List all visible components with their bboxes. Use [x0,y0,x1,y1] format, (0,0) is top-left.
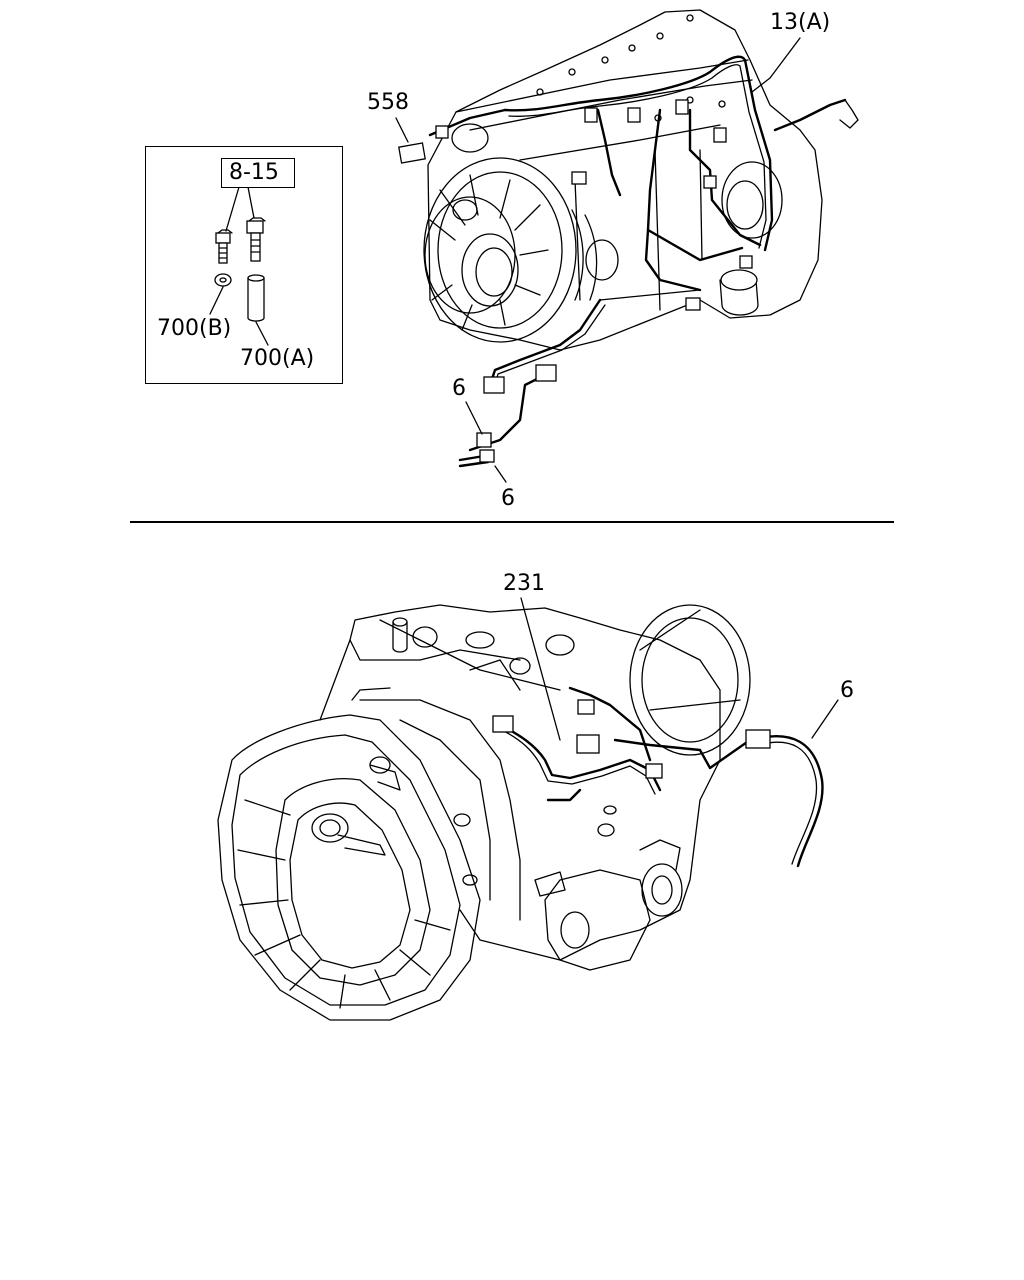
label-700a: 700(A) [240,346,315,371]
callout-13a: 13(A) [770,10,831,35]
connector-icon [479,449,495,463]
connector-icon [398,142,426,164]
connector-icon [584,107,598,123]
sleeve-icon [247,274,265,322]
bolt-icon [215,229,233,264]
connector-icon [675,99,689,115]
callout-6-upper: 6 [452,376,466,401]
transmission-harness-drawing [217,597,839,1021]
connector-icon [535,364,557,382]
callout-6-lower: 6 [501,486,515,511]
inset-frame [145,146,343,384]
label-700b: 700(B) [157,316,232,341]
connector-icon [745,729,771,749]
callout-6-bottom: 6 [840,678,854,703]
connector-icon [492,715,514,733]
connector-icon [685,297,701,311]
reference-box-8-15 [221,158,295,188]
engine-harness-drawing [395,9,859,483]
callout-231: 231 [503,571,545,596]
connector-icon [627,107,641,123]
callout-558: 558 [367,90,409,115]
bolt-icon [246,217,266,262]
connector-icon [571,171,587,185]
inset-parts [209,186,269,346]
connector-icon [576,734,600,754]
connector-icon [645,763,663,779]
washer-icon [214,273,232,287]
reference-label: 8-15 [229,160,279,185]
connector-icon [476,432,492,448]
connector-icon [435,125,449,139]
connector-icon [739,255,753,269]
connector-icon [577,699,595,715]
connector-icon [703,175,717,189]
section-divider [130,521,894,523]
connector-icon [483,376,505,394]
connector-icon [713,127,727,143]
